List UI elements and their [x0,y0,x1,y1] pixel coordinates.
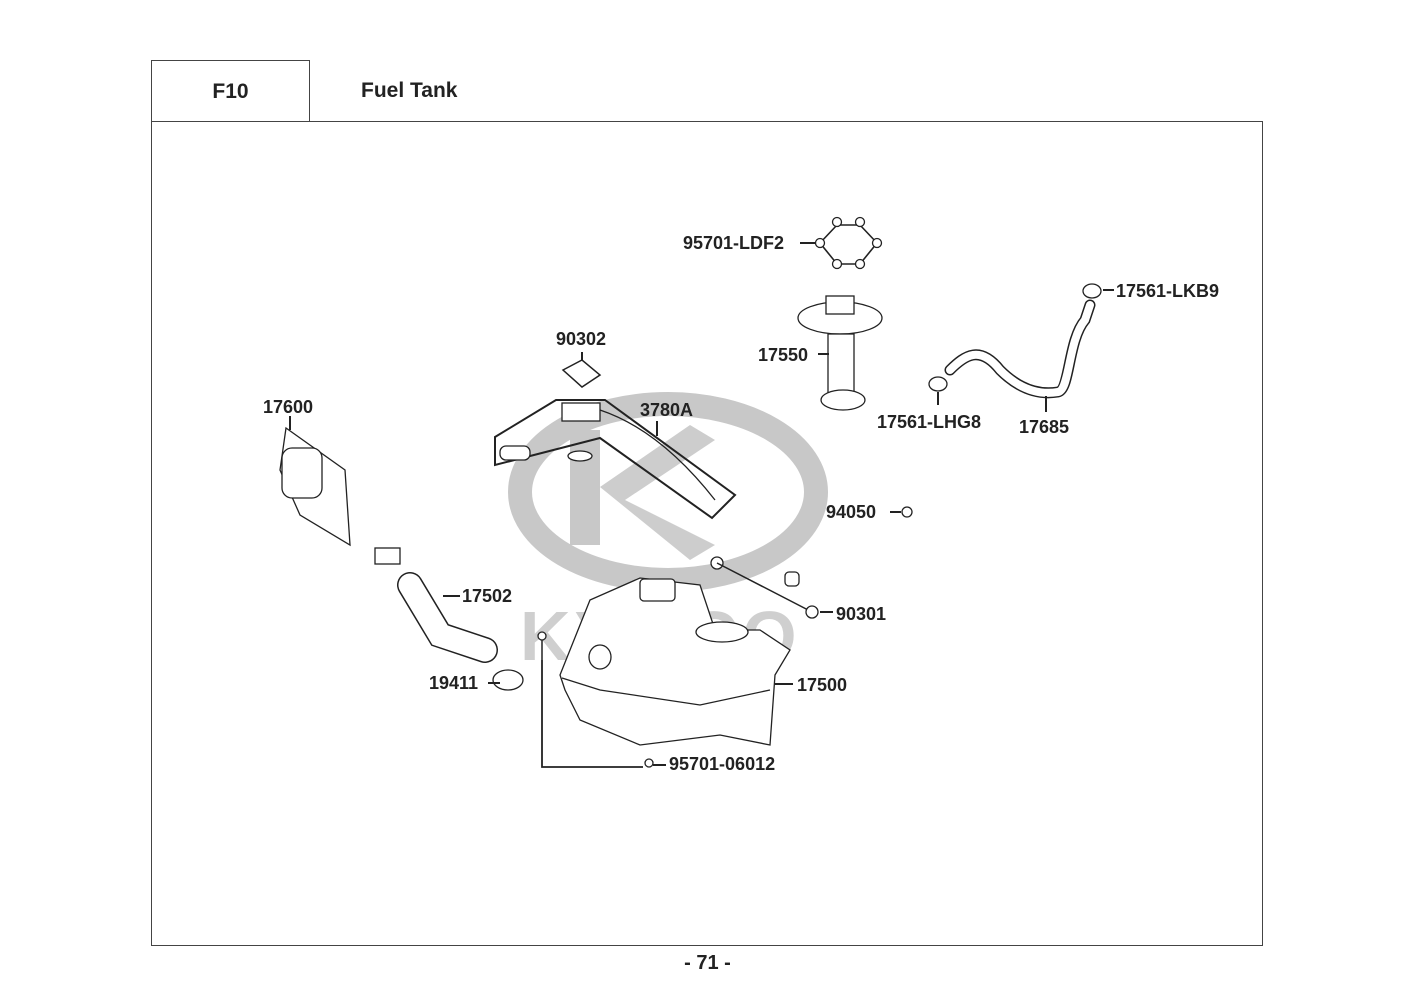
part-label: 17550 [758,345,808,365]
part-19411[interactable]: 19411 [429,669,524,693]
part-label: 94050 [826,502,876,522]
part-label: 19411 [429,673,478,693]
part-label: 17685 [1019,417,1069,437]
section-code-cell: F10 [151,60,310,122]
part-label: 3780A [640,400,693,420]
part-label: 90301 [836,604,886,624]
part-label: 17500 [797,675,847,695]
section-title: Fuel Tank [361,79,458,102]
part-95701-06012[interactable]: 95701-06012 [537,631,775,774]
part-90301[interactable]: 90301 [710,556,886,624]
part-94050[interactable]: 94050 [826,502,913,522]
part-label: 95701-06012 [669,754,775,774]
part-label: 17502 [462,586,512,606]
part-label: 17561-LHG8 [877,412,981,432]
section-code: F10 [212,79,249,103]
part-17561-lkb9[interactable]: 17561-LKB9 [1082,281,1219,301]
part-17561-lhg8[interactable]: 17561-LHG8 [877,376,981,432]
part-3780a[interactable]: 3780A [494,399,737,520]
part-label: 17600 [263,397,313,417]
part-17550[interactable]: 17550 [758,295,883,411]
part-17502[interactable]: 17502 [397,572,512,663]
diagram-frame [151,121,1263,946]
part-label: 90302 [556,329,606,349]
part-90302[interactable]: 90302 [556,329,606,388]
page-number: - 71 - [684,952,731,974]
part-17500[interactable]: 17500 [559,577,847,746]
part-17600[interactable]: 17600 [263,397,401,565]
part-label: 95701-LDF2 [683,233,784,253]
part-95701-ldf2[interactable]: 95701-LDF2 [683,216,883,270]
section-title-cell: Fuel Tank [361,60,457,122]
part-17685[interactable]: 17685 [944,299,1096,437]
part-label: 17561-LKB9 [1116,281,1219,301]
